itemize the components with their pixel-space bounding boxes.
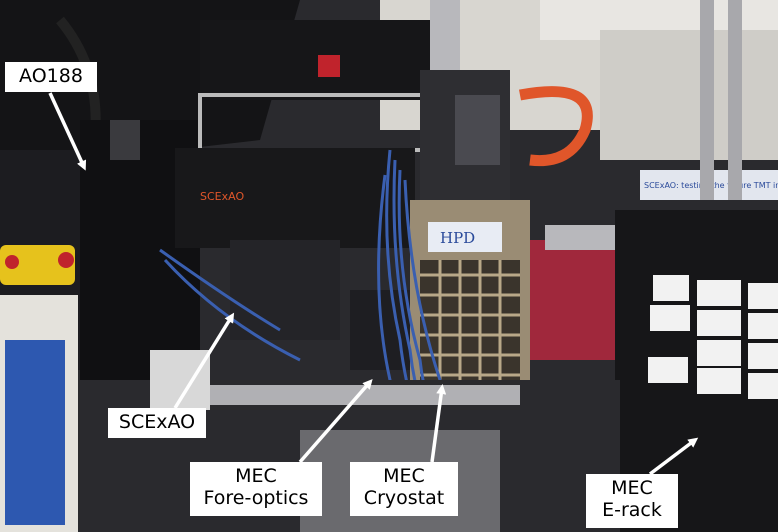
scexao-enclosure [175,148,415,248]
orange-hose [518,86,593,167]
yellow-crane [0,245,75,285]
arrow-fore-optics [298,378,373,464]
arrow-cryostat [430,384,447,463]
label-ao188: AO188 [5,62,97,92]
blue-panel [5,340,65,525]
label-scexao: SCExAO [108,408,206,438]
top-enclosure [200,20,430,100]
hpd-logo-text: HPD [440,229,475,247]
arrow-scexao [173,312,235,409]
label-mec-e-rack: MEC E-rack [586,474,678,528]
label-mec-cryostat: MEC Cryostat [350,462,458,516]
e-rack-stickers [648,275,778,399]
red-pump [530,240,620,360]
hpd-plate [428,222,502,252]
scexao-logo-text: SCExAO [200,190,244,203]
arrow-erack [648,437,699,476]
arrow-ao188 [48,92,87,171]
cryostat-grid [420,260,520,400]
label-mec-fore-optics: MEC Fore-optics [190,462,322,516]
